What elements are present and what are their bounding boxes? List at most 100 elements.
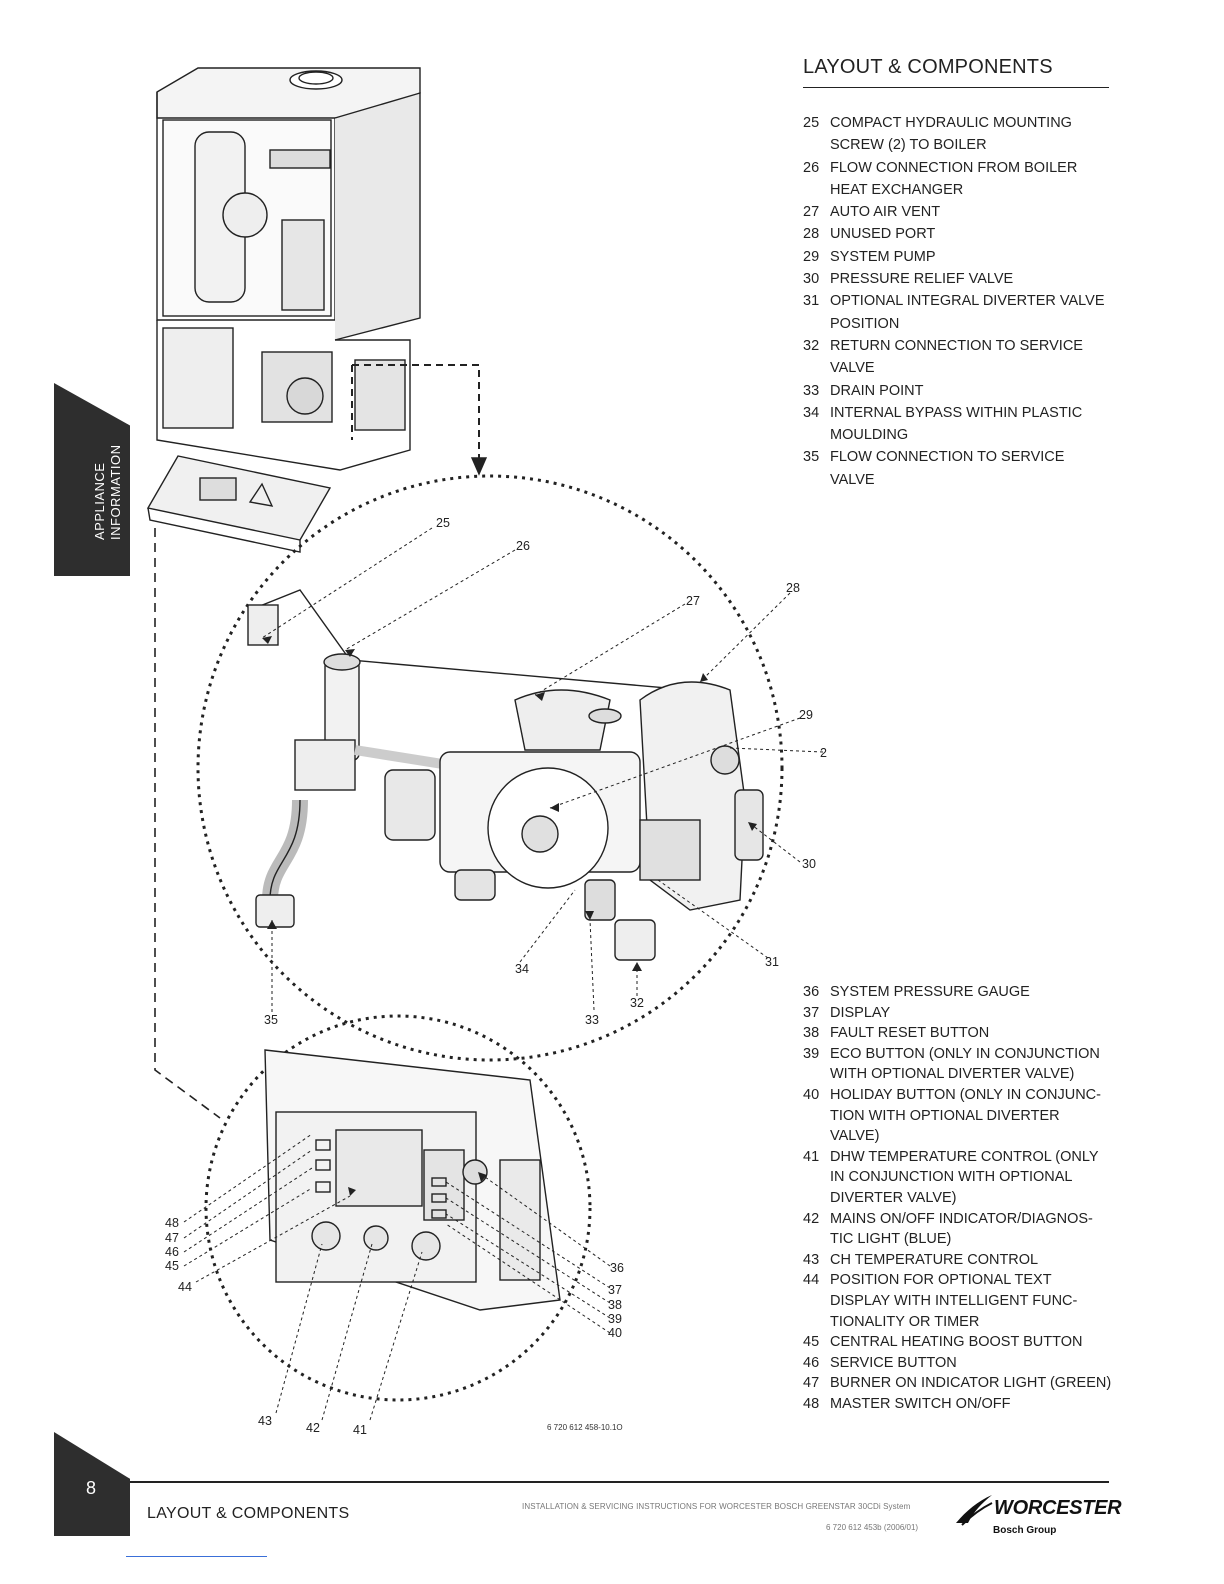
item-text: COMPACT HYDRAULIC MOUNTING SCREW (2) TO … xyxy=(830,115,1072,154)
item-text: UNUSED PORT xyxy=(830,226,936,243)
item-text: MASTER SWITCH ON/OFF xyxy=(830,1395,1011,1412)
item-text: SYSTEM PRESSURE GAUGE xyxy=(830,984,1030,1000)
item-number: 27 xyxy=(803,204,820,221)
item-text: SYSTEM PUMP xyxy=(830,248,936,265)
callout-40: 40 xyxy=(608,1326,622,1340)
item-number: 39 xyxy=(803,1045,820,1062)
page-number: 8 xyxy=(86,1478,97,1498)
list-item: 48 MASTER SWITCH ON/OFF xyxy=(803,1394,1113,1415)
item-number: 43 xyxy=(803,1251,820,1268)
list-item: 32 RETURN CONNECTION TO SERVICE VALVE xyxy=(803,335,1113,380)
footer-install-text: INSTALLATION & SERVICING INSTRUCTIONS FO… xyxy=(522,1502,911,1511)
item-number: 47 xyxy=(803,1375,820,1392)
list-item: 44 POSITION FOR OPTIONAL TEXT DISPLAY WIT… xyxy=(803,1270,1113,1332)
item-number: 40 xyxy=(803,1086,820,1103)
item-number: 38 xyxy=(803,1025,820,1042)
footer-title: LAYOUT & COMPONENTS xyxy=(147,1505,350,1522)
callout-31: 31 xyxy=(765,955,779,969)
callout-39: 39 xyxy=(608,1312,622,1326)
section-tab-line-1: APPLIANCE xyxy=(92,462,107,540)
callout-37: 37 xyxy=(608,1283,622,1297)
callout-42: 42 xyxy=(306,1421,320,1435)
item-text: AUTO AIR VENT xyxy=(830,204,941,221)
callout-30: 30 xyxy=(802,857,816,871)
callout-41: 41 xyxy=(353,1423,367,1437)
callout-48: 48 xyxy=(165,1216,179,1230)
item-text: OPTIONAL INTEGRAL DIVERTER VALVE POSITIO… xyxy=(830,293,1105,332)
callout-33: 33 xyxy=(585,1013,599,1027)
item-text: FAULT RESET BUTTON xyxy=(830,1025,990,1042)
list-item: 40 HOLIDAY BUTTON (ONLY IN CONJUNC-TION W… xyxy=(803,1085,1113,1147)
item-text: FLOW CONNECTION TO SERVICE VALVE xyxy=(830,449,1065,488)
item-number: 30 xyxy=(803,271,820,288)
brand-sub-text: Bosch Group xyxy=(993,1525,1057,1536)
list-item: 38 FAULT RESET BUTTON xyxy=(803,1023,1113,1044)
brand-logo-text: WORCESTER xyxy=(994,1497,1122,1519)
callout-36: 36 xyxy=(610,1261,624,1275)
item-text: HOLIDAY BUTTON (ONLY IN CONJUNC-TION WIT… xyxy=(830,1086,1101,1145)
item-number: 46 xyxy=(803,1354,820,1371)
item-text: CENTRAL HEATING BOOST BUTTON xyxy=(830,1334,1083,1351)
item-number: 37 xyxy=(803,1004,820,1021)
section-tab-line-2: INFORMATION xyxy=(108,444,123,540)
item-text: SERVICE BUTTON xyxy=(830,1354,957,1371)
callout-27: 27 xyxy=(686,594,700,608)
callout-2: 2 xyxy=(820,746,827,760)
item-number: 44 xyxy=(803,1272,820,1289)
callout-32: 32 xyxy=(630,996,644,1010)
item-number: 41 xyxy=(803,1148,820,1165)
figure-reference: 6 720 612 458-10.1O xyxy=(547,1423,623,1432)
callout-43: 43 xyxy=(258,1414,272,1428)
item-text: MAINS ON/OFF INDICATOR/DIAGNOS-TIC LIGHT… xyxy=(830,1210,1093,1248)
callout-47: 47 xyxy=(165,1231,179,1245)
item-number: 34 xyxy=(803,404,820,421)
item-number: 35 xyxy=(803,449,820,466)
item-text: BURNER ON INDICATOR LIGHT (GREEN) xyxy=(830,1375,1112,1392)
item-number: 36 xyxy=(803,984,820,1000)
item-number: 45 xyxy=(803,1334,820,1351)
item-text: CH TEMPERATURE CONTROL xyxy=(830,1251,1039,1268)
callout-25: 25 xyxy=(436,516,450,530)
item-text: POSITION FOR OPTIONAL TEXT DISPLAY WITH … xyxy=(830,1272,1078,1330)
list-item: 29 SYSTEM PUMP xyxy=(803,246,1113,268)
list-item: 36 SYSTEM PRESSURE GAUGE xyxy=(803,982,1113,1003)
list-item: 45 CENTRAL HEATING BOOST BUTTON xyxy=(803,1332,1113,1353)
item-text: DRAIN POINT xyxy=(830,382,924,399)
list-item: 31 OPTIONAL INTEGRAL DIVERTER VALVE POSIT… xyxy=(803,290,1113,335)
list-item: 33 DRAIN POINT xyxy=(803,380,1113,402)
callout-34: 34 xyxy=(515,962,529,976)
callout-38: 38 xyxy=(608,1298,622,1312)
item-number: 33 xyxy=(803,382,820,399)
item-text: RETURN CONNECTION TO SERVICE VALVE xyxy=(830,337,1083,377)
item-number: 26 xyxy=(803,159,820,176)
item-number: 28 xyxy=(803,226,820,243)
callout-26: 26 xyxy=(516,539,530,553)
list-item: 43 CH TEMPERATURE CONTROL xyxy=(803,1250,1113,1271)
callout-35: 35 xyxy=(264,1013,278,1027)
item-number: 48 xyxy=(803,1395,820,1412)
item-text: PRESSURE RELIEF VALVE xyxy=(830,271,1014,288)
item-number: 32 xyxy=(803,337,820,354)
list-item: 47 BURNER ON INDICATOR LIGHT (GREEN) xyxy=(803,1373,1113,1394)
item-number: 29 xyxy=(803,248,820,265)
callout-28: 28 xyxy=(786,581,800,595)
list-item: 46 SERVICE BUTTON xyxy=(803,1353,1113,1374)
list-item: 28 UNUSED PORT xyxy=(803,223,1113,245)
callout-45: 45 xyxy=(165,1259,179,1273)
footer-divider xyxy=(130,1481,1109,1483)
item-number: 31 xyxy=(803,293,820,310)
decorative-underline xyxy=(126,1556,267,1557)
callout-29: 29 xyxy=(799,708,813,722)
list-item: 30 PRESSURE RELIEF VALVE xyxy=(803,268,1113,290)
section-tab-label: APPLIANCE INFORMATION xyxy=(92,320,124,540)
list-item: 35 FLOW CONNECTION TO SERVICE VALVE xyxy=(803,446,1113,491)
